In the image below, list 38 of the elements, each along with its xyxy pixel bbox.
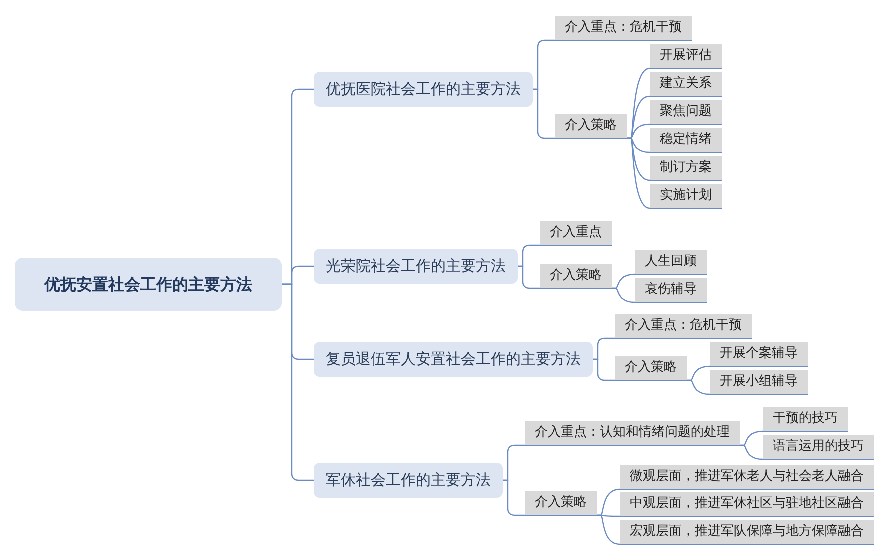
topic-box: 优抚医院社会工作的主要方法 bbox=[314, 72, 533, 107]
subtopic-box: 干预的技巧 bbox=[763, 407, 848, 432]
subtopic-box: 开展个案辅导 bbox=[710, 342, 808, 367]
branch-line bbox=[627, 138, 650, 210]
branch-line bbox=[282, 284, 314, 482]
subtopic-box: 开展评估 bbox=[650, 44, 722, 69]
central-topic-box: 优抚安置社会工作的主要方法 bbox=[15, 258, 282, 311]
subtopic-box: 建立关系 bbox=[650, 72, 722, 97]
subtopic-box: 开展小组辅导 bbox=[710, 370, 808, 395]
subtopic-box: 介入重点 bbox=[540, 221, 612, 246]
subtopic-box: 微观层面，推进军休老人与社会老人融合 bbox=[620, 465, 874, 490]
subtopic-box: 人生回顾 bbox=[635, 250, 707, 275]
topic-box: 光荣院社会工作的主要方法 bbox=[314, 249, 518, 284]
subtopic-box: 稳定情绪 bbox=[650, 128, 722, 153]
branch-line bbox=[518, 266, 540, 290]
branch-line bbox=[612, 288, 636, 304]
subtopic-box: 介入策略 bbox=[555, 114, 627, 139]
subtopic-box: 宏观层面，推进军队保障与地方保障融合 bbox=[620, 520, 874, 545]
subtopic-box: 介入重点：危机干预 bbox=[615, 314, 752, 339]
subtopic-box: 聚焦问题 bbox=[650, 100, 722, 125]
branch-line bbox=[533, 88, 555, 140]
topic-box: 复员退伍军人安置社会工作的主要方法 bbox=[314, 342, 593, 377]
subtopic-box: 语言运用的技巧 bbox=[763, 435, 874, 460]
subtopic-box: 介入策略 bbox=[615, 356, 687, 381]
subtopic-box: 制订方案 bbox=[650, 156, 722, 181]
subtopic-box: 中观层面，推进军休社区与驻地社区融合 bbox=[620, 492, 874, 517]
branch-line bbox=[503, 480, 525, 516]
branch-line bbox=[740, 444, 764, 460]
branch-line bbox=[593, 358, 615, 382]
subtopic-box: 实施计划 bbox=[650, 184, 722, 209]
subtopic-box: 介入策略 bbox=[540, 264, 612, 289]
branch-line bbox=[597, 514, 620, 546]
subtopic-box: 介入重点：危机干预 bbox=[555, 16, 692, 41]
subtopic-box: 介入重点：认知和情绪问题的处理 bbox=[525, 421, 740, 446]
subtopic-box: 介入策略 bbox=[525, 491, 597, 516]
branch-line bbox=[687, 380, 710, 396]
topic-box: 军休社会工作的主要方法 bbox=[314, 463, 503, 498]
subtopic-box: 哀伤辅导 bbox=[635, 278, 707, 303]
